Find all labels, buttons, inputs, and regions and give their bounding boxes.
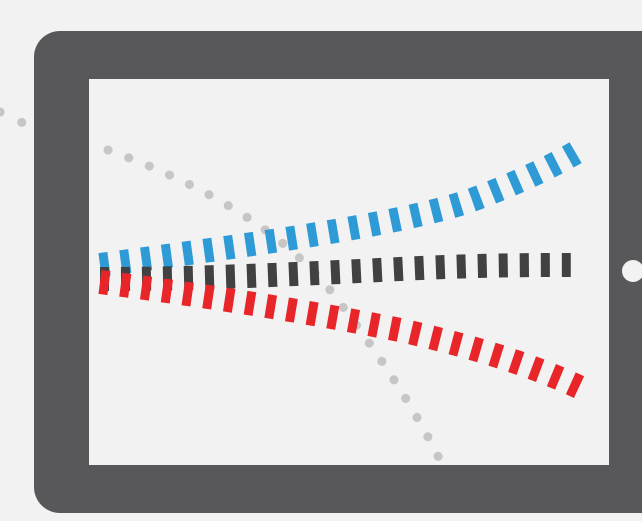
dotted-arc-screen xyxy=(103,145,445,465)
home-button-icon xyxy=(622,260,642,282)
trend-line-up xyxy=(98,139,587,277)
dotted-arc-outside xyxy=(0,107,41,135)
trend-line-flat xyxy=(99,253,573,291)
trend-lines xyxy=(98,139,591,401)
trend-line-down xyxy=(98,270,591,401)
dotted-arc xyxy=(0,107,445,465)
